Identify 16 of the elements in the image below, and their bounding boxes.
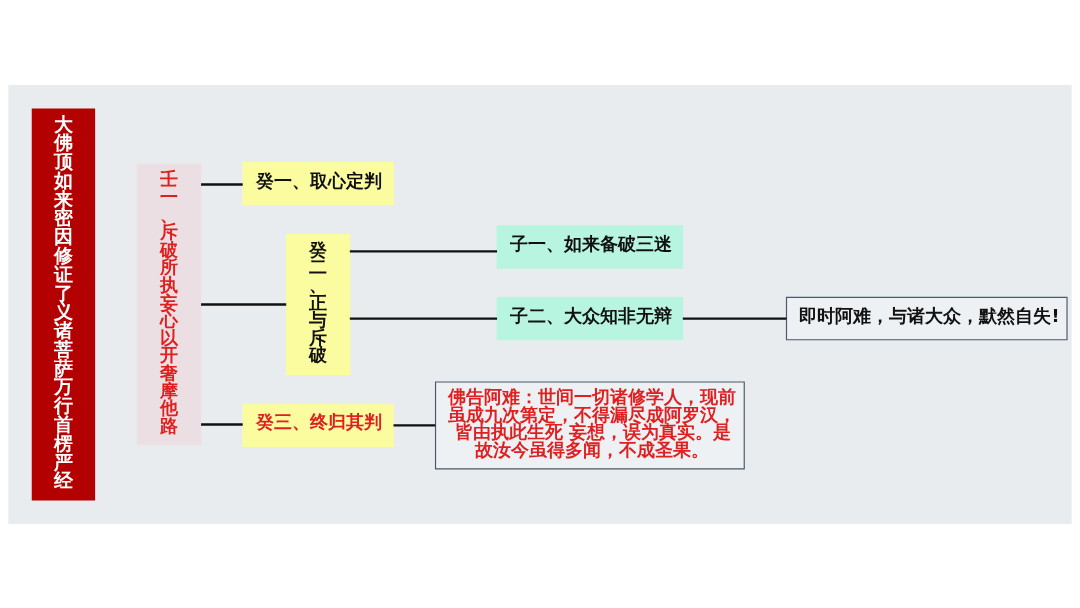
connector [349,249,498,253]
connector [201,302,287,306]
node-box: 癸三、终归其判 [242,403,394,447]
node-box: 子二、大众知非无辩 [496,296,684,340]
node-box: 癸二、正与斥破 [285,233,351,375]
node-box: 子一、如来备破三迷 [496,224,684,269]
diagram-title: 大佛顶如来密因修证了义诸菩萨万行首楞严经 [54,113,74,491]
node-box: 癸一、取心定判 [242,161,394,205]
node-box: 佛告阿难：世间一切诸修学人，现前虽成九次第定，不得漏尽成阿罗汉，皆由执此生死 妄想，误为真实。是故汝今虽得多闻，不成圣果。 [434,380,745,469]
connector [349,316,498,320]
connector [682,316,787,320]
connector [393,423,436,427]
connector [201,182,243,186]
node-box: 即时阿难，与诸大众，默然自失! [785,296,1068,340]
node-box: 壬一、斥破所执妄心以开奢摩他路 [136,163,202,445]
connector [201,422,243,426]
